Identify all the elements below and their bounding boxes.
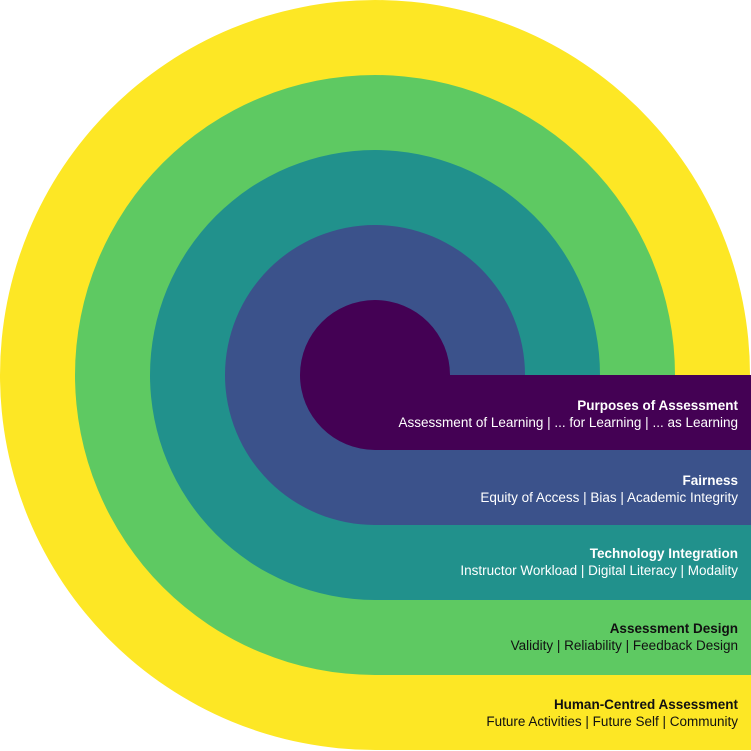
layer-title: Purposes of Assessment xyxy=(577,398,738,413)
layer-label-purposes-of-assessment: Purposes of Assessment Assessment of Lea… xyxy=(399,397,738,431)
layer-items: Future Activities | Future Self | Commun… xyxy=(486,714,738,729)
layer-items: Equity of Access | Bias | Academic Integ… xyxy=(480,490,738,505)
layer-title: Fairness xyxy=(682,473,738,488)
layer-label-assessment-design: Assessment Design Validity | Reliability… xyxy=(511,620,738,654)
layer-items: Instructor Workload | Digital Literacy |… xyxy=(460,563,738,578)
layer-label-fairness: Fairness Equity of Access | Bias | Acade… xyxy=(480,472,738,506)
layer-items: Assessment of Learning | ... for Learnin… xyxy=(398,415,738,430)
layer-shape-purposes-of-assessment xyxy=(300,300,751,450)
layer-label-human-centred-assessment: Human-Centred Assessment Future Activiti… xyxy=(486,696,738,730)
layer-title: Human-Centred Assessment xyxy=(553,697,738,712)
layer-title: Technology Integration xyxy=(589,546,738,561)
layer-title: Assessment Design xyxy=(609,621,738,636)
layer-items: Validity | Reliability | Feedback Design xyxy=(510,638,738,653)
layer-label-technology-integration: Technology Integration Instructor Worklo… xyxy=(460,545,738,579)
